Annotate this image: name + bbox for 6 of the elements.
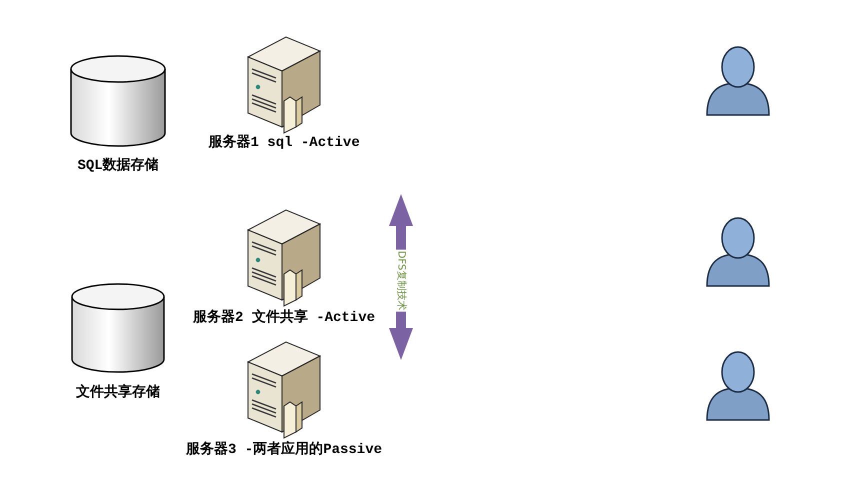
node-label: 文件共享存储 [76,384,160,402]
node-label: 服务器3 -两者应用的Passive [186,441,382,459]
node-label: SQL数据存储 [78,157,159,175]
node-label: 服务器2 文件共享 -Active [193,309,376,327]
arrow-label: DFS复制技术 [395,249,406,311]
node-label: 服务器1 sql -Active [208,134,360,152]
